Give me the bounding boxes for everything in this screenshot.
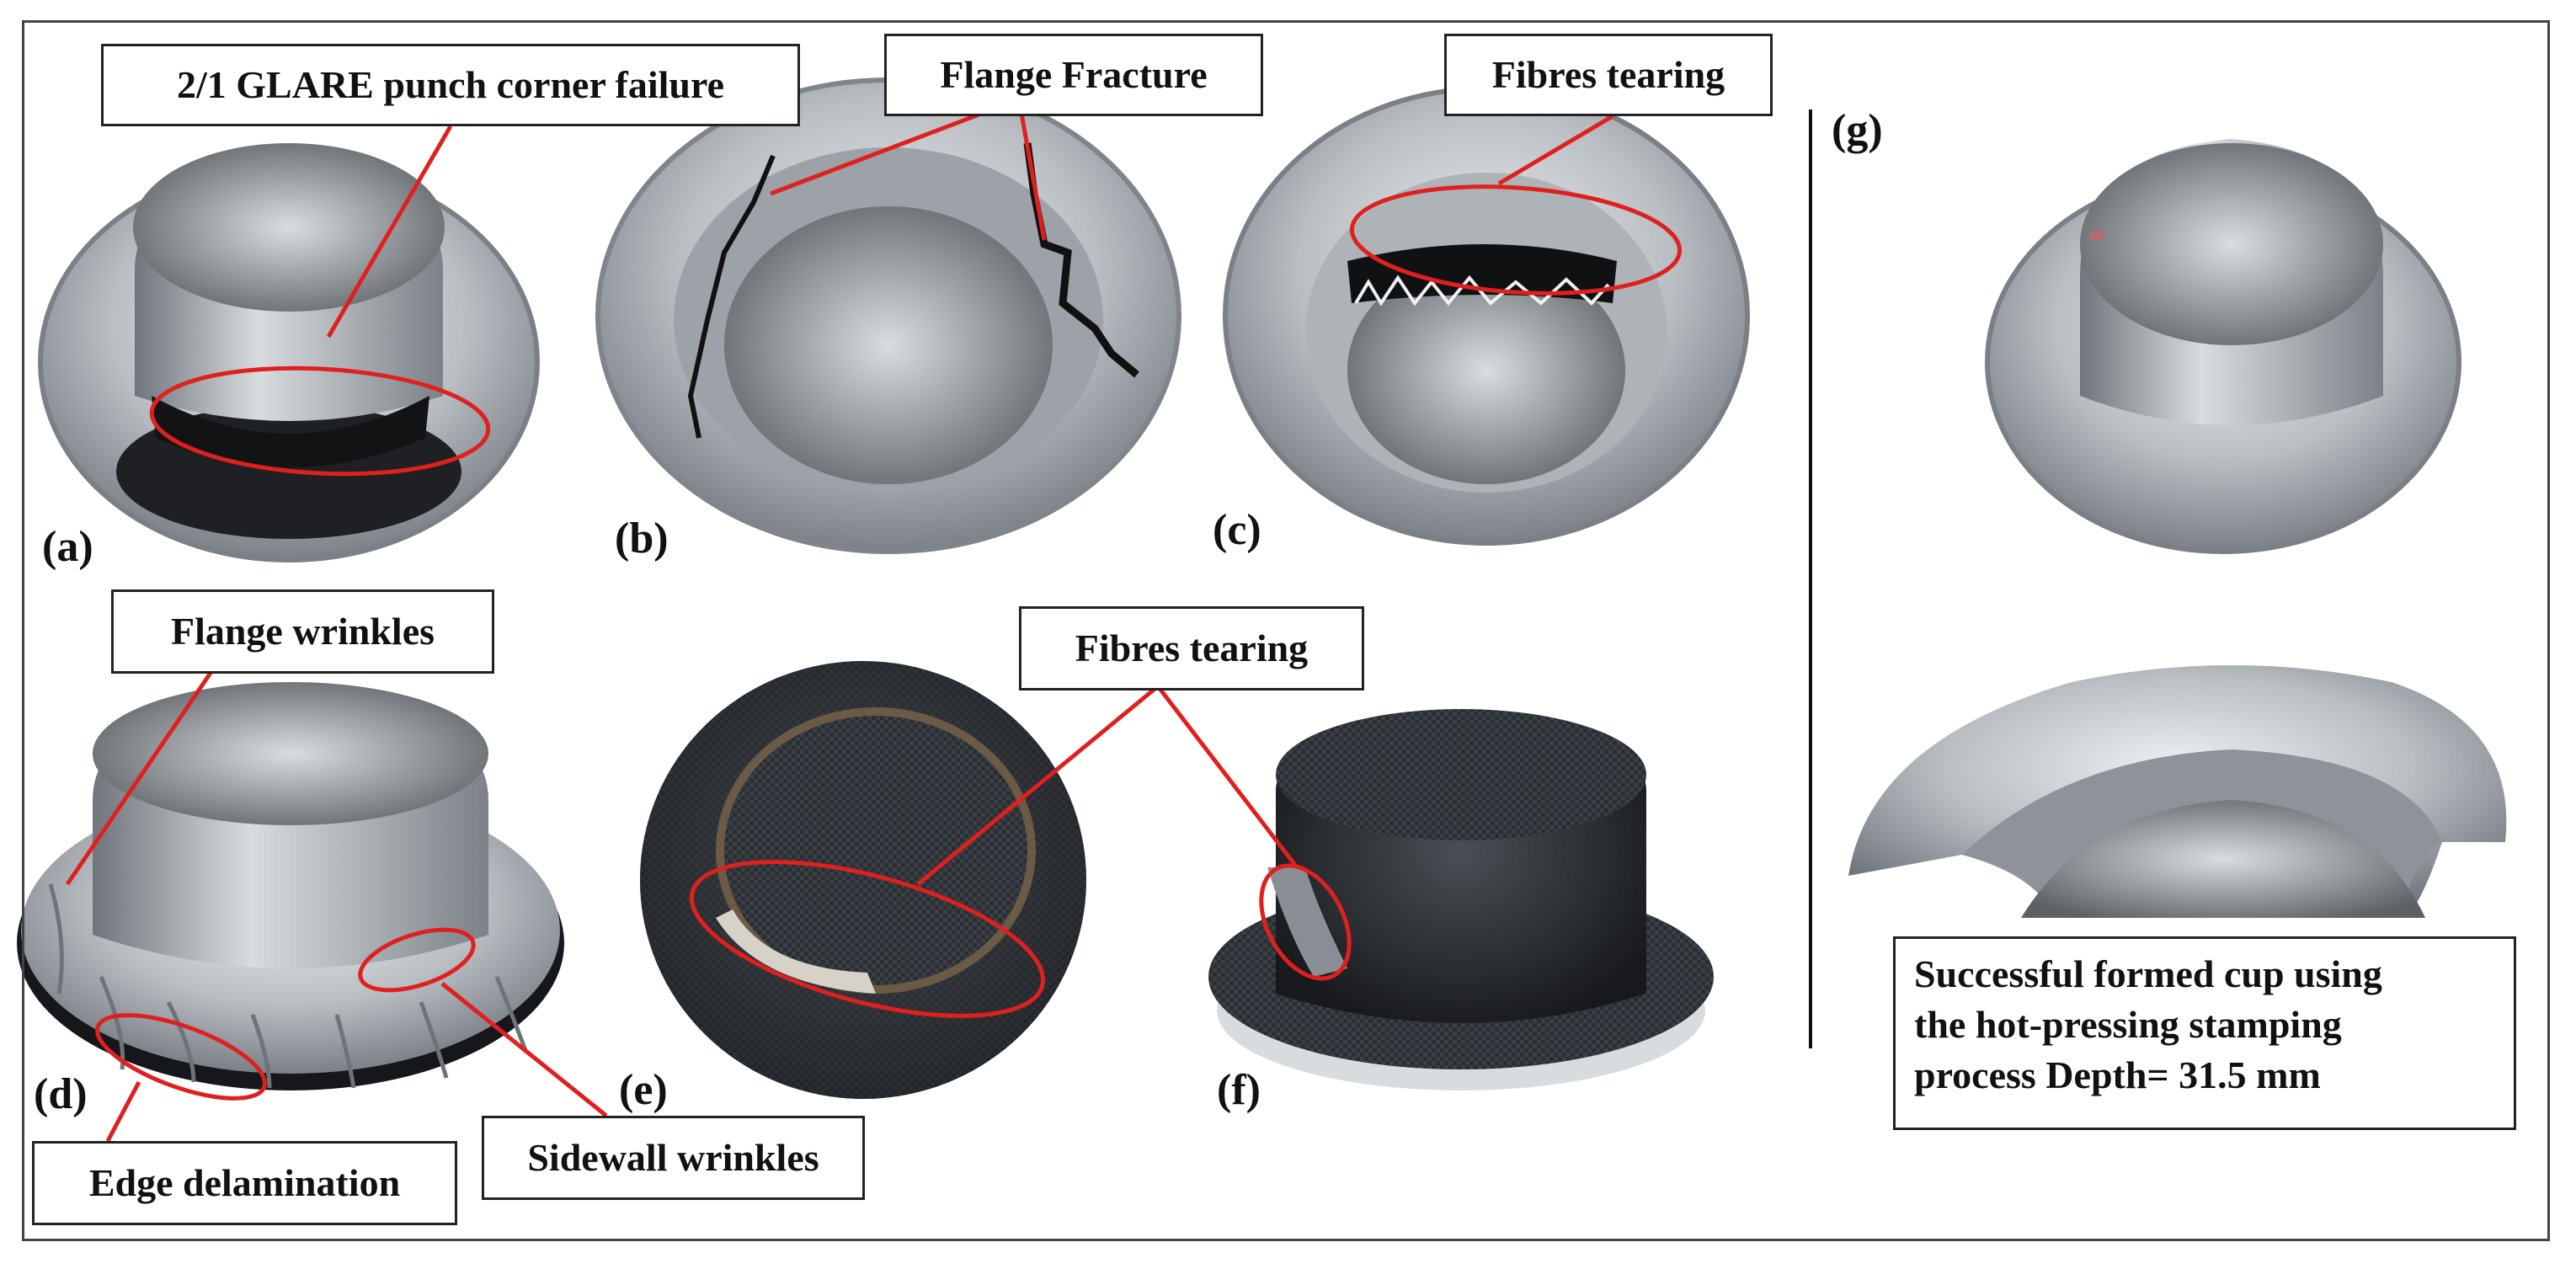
callout-punch-corner-failure: 2/1 GLARE punch corner failure xyxy=(101,44,800,126)
leader-line-c xyxy=(1497,114,1614,186)
annotation-ellipse-a xyxy=(149,365,491,477)
callout-successful-cup-line2: the hot-pressing stamping xyxy=(1914,1002,2342,1046)
panel-label-d: (d) xyxy=(34,1070,88,1118)
leader-line-a xyxy=(326,125,453,339)
panel-label-f: (f) xyxy=(1217,1066,1261,1114)
callout-successful-cup-line1: Successful formed cup using xyxy=(1914,952,2382,995)
callout-fibres-tearing-c: Fibres tearing xyxy=(1444,34,1773,116)
panel-label-a: (a) xyxy=(42,523,93,571)
callout-flange-wrinkles: Flange wrinkles xyxy=(111,589,494,674)
photo-g-bottom xyxy=(1848,665,2507,918)
callout-successful-cup-line3: process Depth= 31.5 mm xyxy=(1914,1053,2321,1096)
callout-fibres-tearing-ef: Fibres tearing xyxy=(1019,606,1364,690)
panel-label-e: (e) xyxy=(619,1066,668,1114)
panel-label-b: (b) xyxy=(615,515,669,563)
photo-g-top xyxy=(1985,139,2461,554)
annotation-ellipse-e xyxy=(689,860,1046,1018)
annotation-ellipse-d-left xyxy=(95,1013,267,1101)
callout-edge-delamination: Edge delamination xyxy=(32,1141,457,1225)
callout-flange-fracture: Flange Fracture xyxy=(884,34,1263,116)
photo-e xyxy=(640,661,1086,1099)
leader-line-d-left xyxy=(105,1080,141,1143)
panel-label-c: (c) xyxy=(1213,506,1261,554)
leader-line-d-right xyxy=(440,982,608,1117)
annotation-ellipse-f xyxy=(1259,863,1352,981)
figure-frame xyxy=(22,20,2550,1241)
leader-line-b2 xyxy=(1016,99,1047,241)
leader-line-e xyxy=(916,685,1160,886)
callout-successful-cup: Successful formed cup using the hot-pres… xyxy=(1893,936,2516,1130)
photo-c xyxy=(1223,86,1750,546)
callout-sidewall-wrinkles: Sidewall wrinkles xyxy=(482,1116,865,1200)
panel-label-g: (g) xyxy=(1832,106,1883,154)
leader-line-f xyxy=(1156,685,1299,869)
annotation-layer xyxy=(65,97,1683,1143)
annotation-ellipse-d-right xyxy=(358,927,476,993)
annotation-ellipse-c xyxy=(1349,184,1683,296)
